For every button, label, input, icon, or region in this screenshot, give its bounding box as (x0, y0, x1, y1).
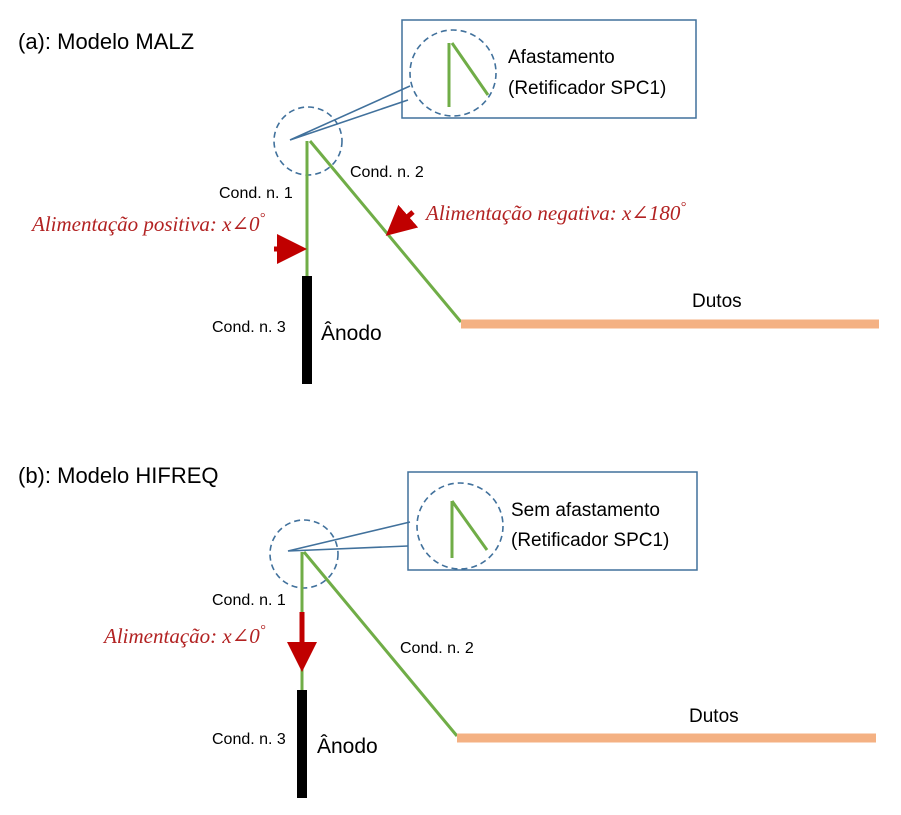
zoom-circle (416, 482, 504, 570)
feed-positive-label: Alimentação positiva: x∠0° (30, 211, 266, 236)
zoom-conductor-2 (450, 500, 489, 551)
feed-negative-arrow (385, 204, 419, 236)
callout-line-2: (Retificador SPC1) (508, 78, 666, 99)
cond-3-label: Cond. n. 3 (212, 319, 286, 336)
pipes-label: Dutos (689, 706, 739, 727)
panel-a-title: (a): Modelo MALZ (18, 29, 194, 54)
callout-pointer (287, 521, 411, 552)
callout-box (401, 19, 697, 119)
zoom-circle (409, 29, 497, 117)
zoom-conductor-2 (450, 42, 490, 96)
panel-a: (a): Modelo MALZ Afastamento (Retificado… (18, 19, 879, 384)
panel-b-callout: Sem afastamento (Retificador SPC1) (269, 471, 698, 589)
callout-line-1: Sem afastamento (511, 500, 660, 521)
callout-pointer (289, 85, 411, 141)
callout-line-2: (Retificador SPC1) (511, 530, 669, 551)
conductor-2 (308, 140, 463, 323)
panel-b-title: (b): Modelo HIFREQ (18, 463, 219, 488)
callout-line-1: Afastamento (508, 47, 615, 68)
pipes-label: Dutos (692, 291, 742, 312)
cond-3-label: Cond. n. 3 (212, 731, 286, 748)
cond-2-label: Cond. n. 2 (400, 640, 474, 657)
panel-a-callout: Afastamento (Retificador SPC1) (273, 19, 697, 176)
conductor-2 (302, 551, 459, 737)
source-circle (269, 519, 339, 589)
feed-negative-label: Alimentação negativa: x∠180° (424, 200, 686, 225)
callout-box (407, 471, 698, 571)
anode-label: Ânodo (317, 735, 378, 758)
anode-conductor-3 (297, 690, 307, 798)
cond-2-label: Cond. n. 2 (350, 164, 424, 181)
panel-b: (b): Modelo HIFREQ Sem afastamento (Reti… (18, 463, 876, 798)
anode-label: Ânodo (321, 322, 382, 345)
cond-1-label: Cond. n. 1 (219, 185, 293, 202)
anode-conductor-3 (302, 276, 312, 384)
cond-1-label: Cond. n. 1 (212, 592, 286, 609)
feed-label: Alimentação: x∠0° (102, 623, 266, 648)
